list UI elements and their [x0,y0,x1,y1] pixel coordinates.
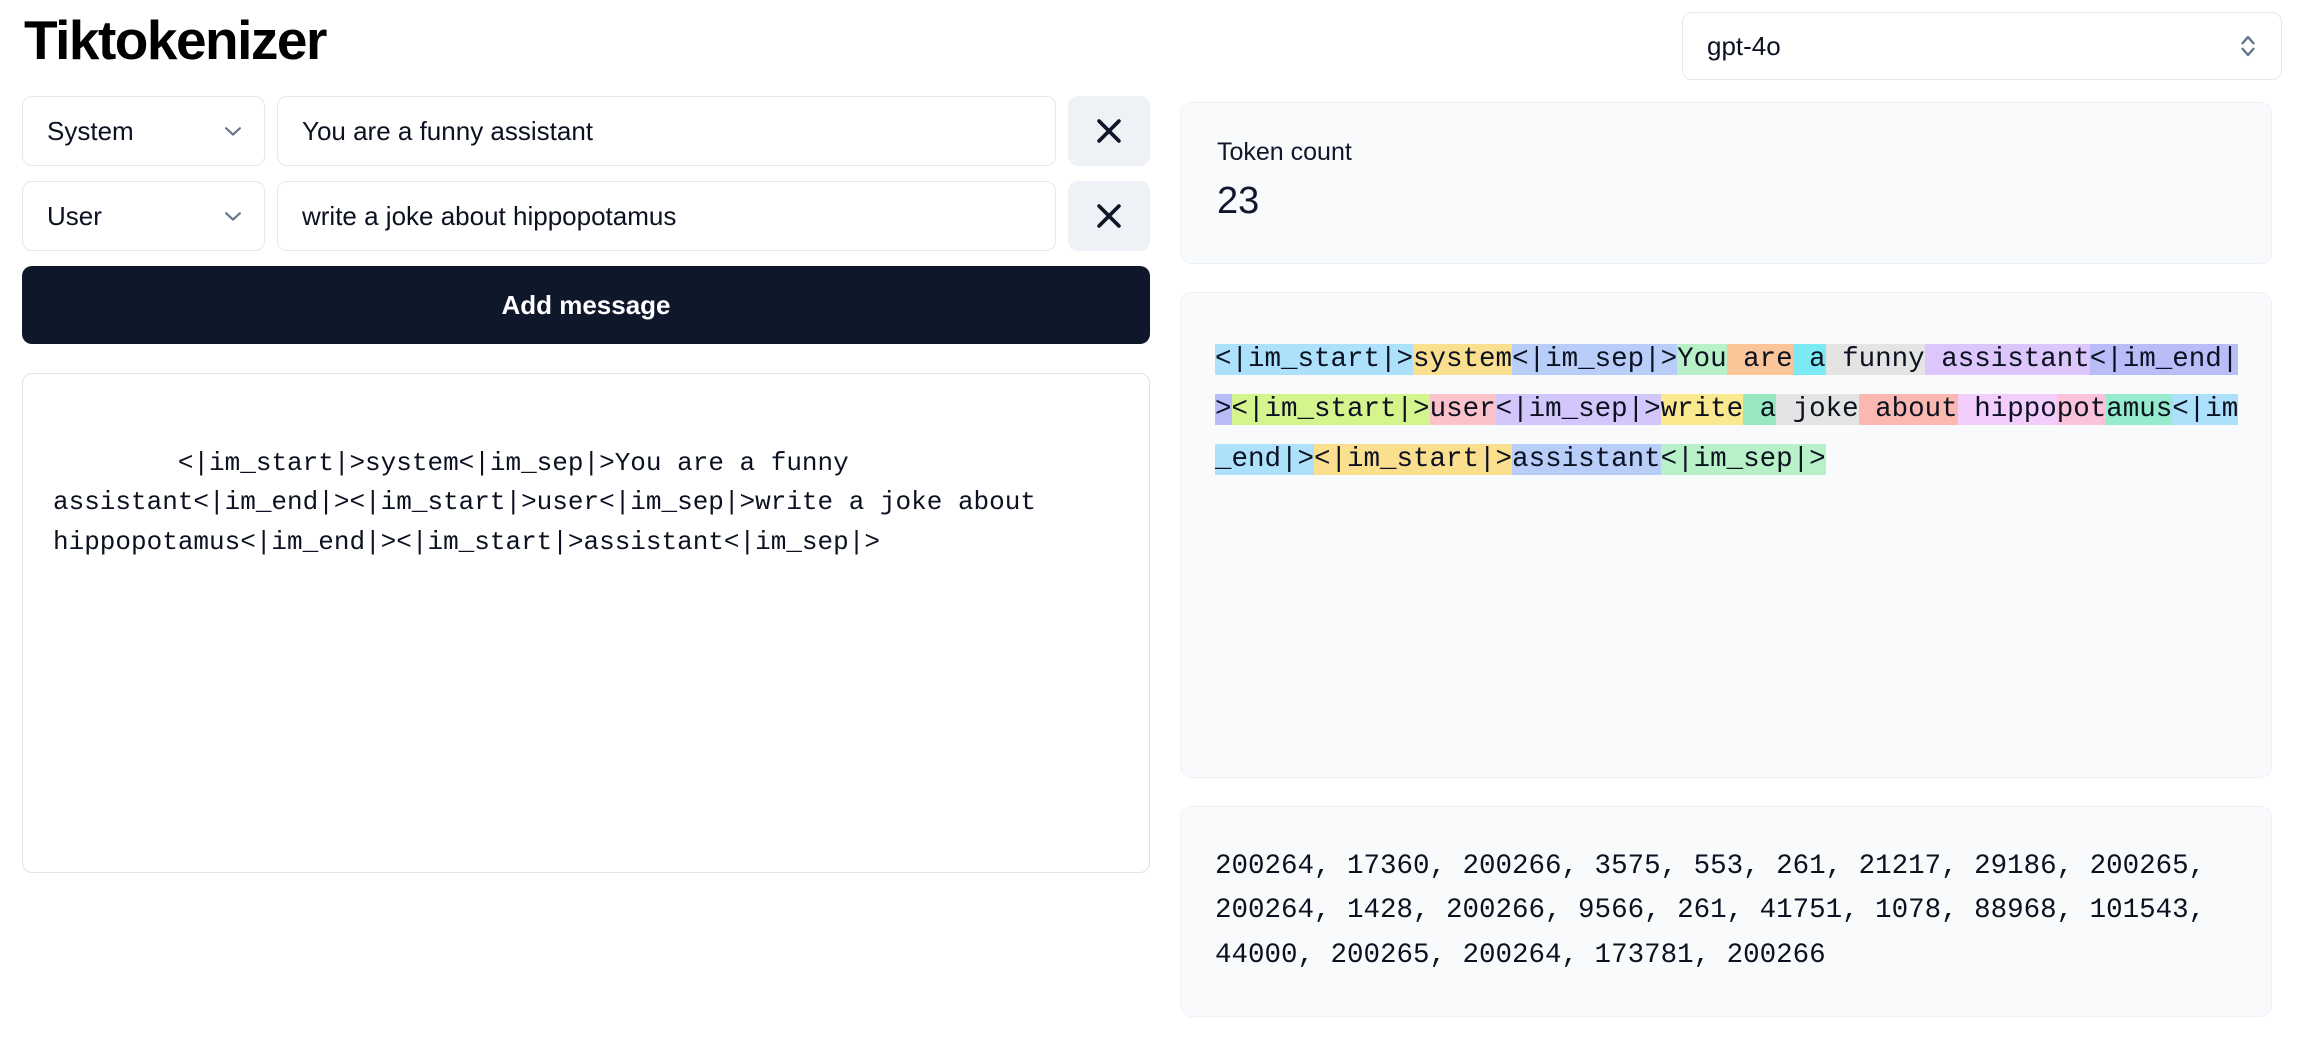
token-chip: <|im_sep|> [1495,393,1661,425]
token-visualization-card: <|im_start|>system<|im_sep|>You are a fu… [1180,291,2272,778]
chevron-up-down-icon [2237,29,2259,63]
message-input-1[interactable]: write a joke about hippopotamus [277,181,1056,251]
chevron-down-icon [222,209,244,223]
token-chip: user [1429,393,1496,425]
token-chip: You [1677,343,1727,375]
token-chip: a [1792,343,1826,375]
token-chip: system [1413,343,1513,375]
delete-message-button-1[interactable] [1068,181,1150,251]
token-ids-card: 200264, 17360, 200266, 3575, 553, 261, 2… [1180,805,2272,1018]
message-row: User write a joke about hippopotamus [22,181,1150,251]
token-chip: <|im_start|> [1314,443,1513,475]
message-input-0[interactable]: You are a funny assistant [277,96,1056,166]
token-chip: a [1743,393,1777,425]
add-message-button[interactable]: Add message [22,266,1150,344]
token-chip: about [1858,393,1958,425]
main-content: System You are a funny assistant [22,96,2282,1018]
token-chip: pot [2056,393,2107,425]
token-chip: <|im_sep|> [1660,443,1826,475]
close-icon [1092,114,1126,148]
token-count-label: Token count [1217,138,1352,166]
left-pane: System You are a funny assistant [22,96,1150,873]
page-title: Tiktokenizer [24,9,327,71]
token-count-value: 23 [1217,180,1260,222]
role-select-0[interactable]: System [22,96,265,166]
resize-handle[interactable] [1124,847,1146,869]
role-label: System [47,115,134,146]
role-select-1[interactable]: User [22,181,265,251]
prompt-textarea[interactable]: <|im_start|>system<|im_sep|>You are a fu… [22,373,1150,873]
model-selector-value: gpt-4o [1707,30,1781,61]
right-pane: Token count 23 <|im_start|>system<|im_se… [1180,96,2272,1018]
token-chip: <|im_start|> [1215,343,1414,375]
token-count-card: Token count 23 [1180,102,2272,264]
token-chip: assistant [1924,343,2090,375]
token-stream: <|im_start|>system<|im_sep|>You are a fu… [1215,335,2241,485]
chevron-down-icon [222,124,244,138]
token-chip: are [1726,343,1793,375]
token-chip: <|im_start|> [1231,393,1430,425]
delete-message-button-0[interactable] [1068,96,1150,166]
app-header: Tiktokenizer gpt-4o [22,0,2282,96]
close-icon [1092,199,1126,233]
token-chip: funny [1825,343,1925,375]
token-chip: hippo [1957,393,2057,425]
token-chip: write [1660,393,1744,425]
token-chip: amus [2106,393,2173,425]
token-chip: joke [1776,393,1859,425]
prompt-text: <|im_start|>system<|im_sep|>You are a fu… [53,447,1052,557]
token-chip: assistant [1512,443,1661,475]
token-ids-text: 200264, 17360, 200266, 3575, 553, 261, 2… [1215,850,2206,971]
token-chip: <|im_sep|> [1512,343,1678,375]
message-row: System You are a funny assistant [22,96,1150,166]
role-label: User [47,200,102,231]
model-selector[interactable]: gpt-4o [1682,12,2282,80]
